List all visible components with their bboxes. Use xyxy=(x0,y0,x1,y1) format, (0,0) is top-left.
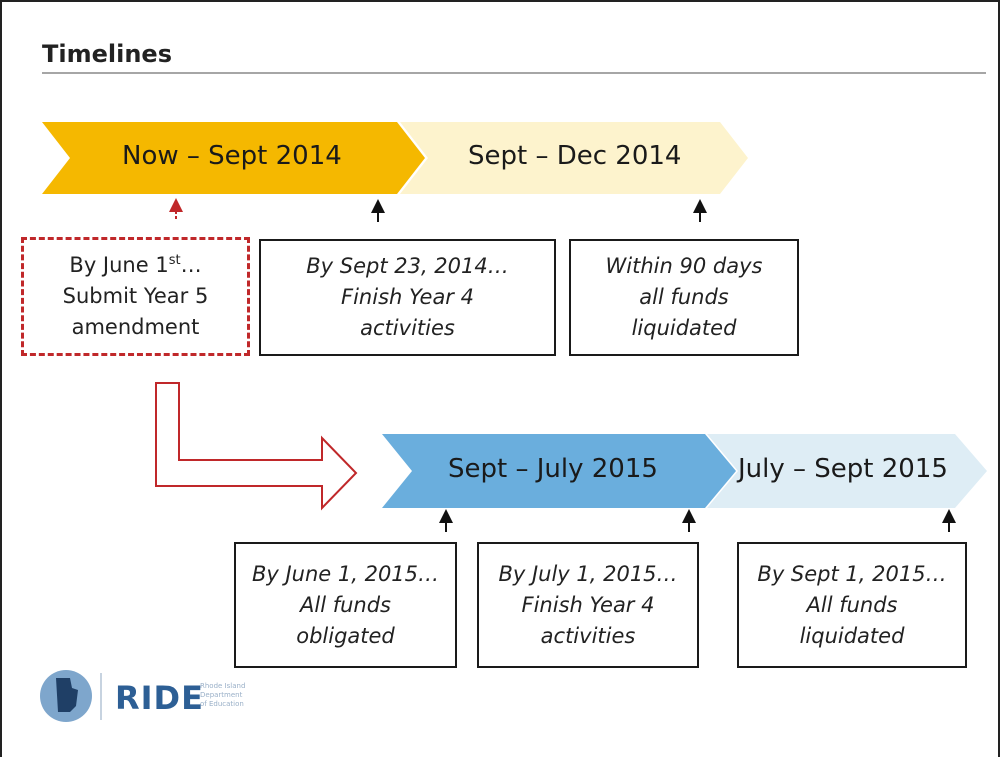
milestone-line: By Sept 1, 2015… xyxy=(757,561,947,586)
milestone-line: Submit Year 5 xyxy=(62,284,209,308)
phase-chevron-sept-dec-2014 xyxy=(400,122,748,194)
milestone-box-june-1st: By June 1st… Submit Year 5 amendment xyxy=(21,237,250,356)
phase-label-sept-dec-2014: Sept – Dec 2014 xyxy=(468,141,682,171)
red-bent-arrow xyxy=(155,382,358,511)
title-underline xyxy=(42,72,986,74)
milestone-box-sept-23-2014: By Sept 23, 2014… Finish Year 4 activiti… xyxy=(259,239,556,356)
milestone-line: amendment xyxy=(71,315,200,339)
phase-chevron-july-sept-2015 xyxy=(707,434,987,508)
ride-logo-subtitle: Rhode Island Department of Education xyxy=(200,682,246,708)
ri-state-shape-icon xyxy=(56,678,78,712)
milestone-line: activities xyxy=(360,316,455,340)
milestone-line: Finish Year 4 xyxy=(521,592,655,617)
milestone-line: obligated xyxy=(296,623,395,648)
milestone-line: By June 1, 2015… xyxy=(251,561,440,586)
milestone-line: all funds xyxy=(639,285,729,309)
phase-chevron-sept-july-2015 xyxy=(382,434,736,508)
milestone-line: Within 90 days xyxy=(605,254,763,278)
phase-label-now-sept-2014: Now – Sept 2014 xyxy=(122,141,342,171)
milestone-box-within-90-days: Within 90 days all funds liquidated xyxy=(569,239,799,356)
milestone-box-sept-1-2015: By Sept 1, 2015… All funds liquidated xyxy=(737,542,967,668)
milestone-box-july-1-2015: By July 1, 2015… Finish Year 4 activitie… xyxy=(477,542,699,668)
milestone-line: By July 1, 2015… xyxy=(498,561,678,586)
milestone-line: All funds xyxy=(806,592,898,617)
milestone-box-june-1-2015: By June 1, 2015… All funds obligated xyxy=(234,542,457,668)
ride-logo-wordmark: RIDE xyxy=(115,679,204,717)
milestone-line: By June 1st… xyxy=(69,253,202,277)
page-title: Timelines xyxy=(42,40,172,68)
milestone-line: liquidated xyxy=(631,316,737,340)
milestone-line: liquidated xyxy=(799,623,905,648)
milestone-line: All funds xyxy=(300,592,391,617)
milestone-line: Finish Year 4 xyxy=(341,285,474,309)
phase-label-july-sept-2015: July – Sept 2015 xyxy=(738,454,948,484)
phase-chevron-now-sept-2014 xyxy=(42,122,425,194)
phase-label-sept-july-2015: Sept – July 2015 xyxy=(448,454,658,484)
milestone-line: activities xyxy=(540,623,636,648)
milestone-line: By Sept 23, 2014… xyxy=(306,254,509,278)
